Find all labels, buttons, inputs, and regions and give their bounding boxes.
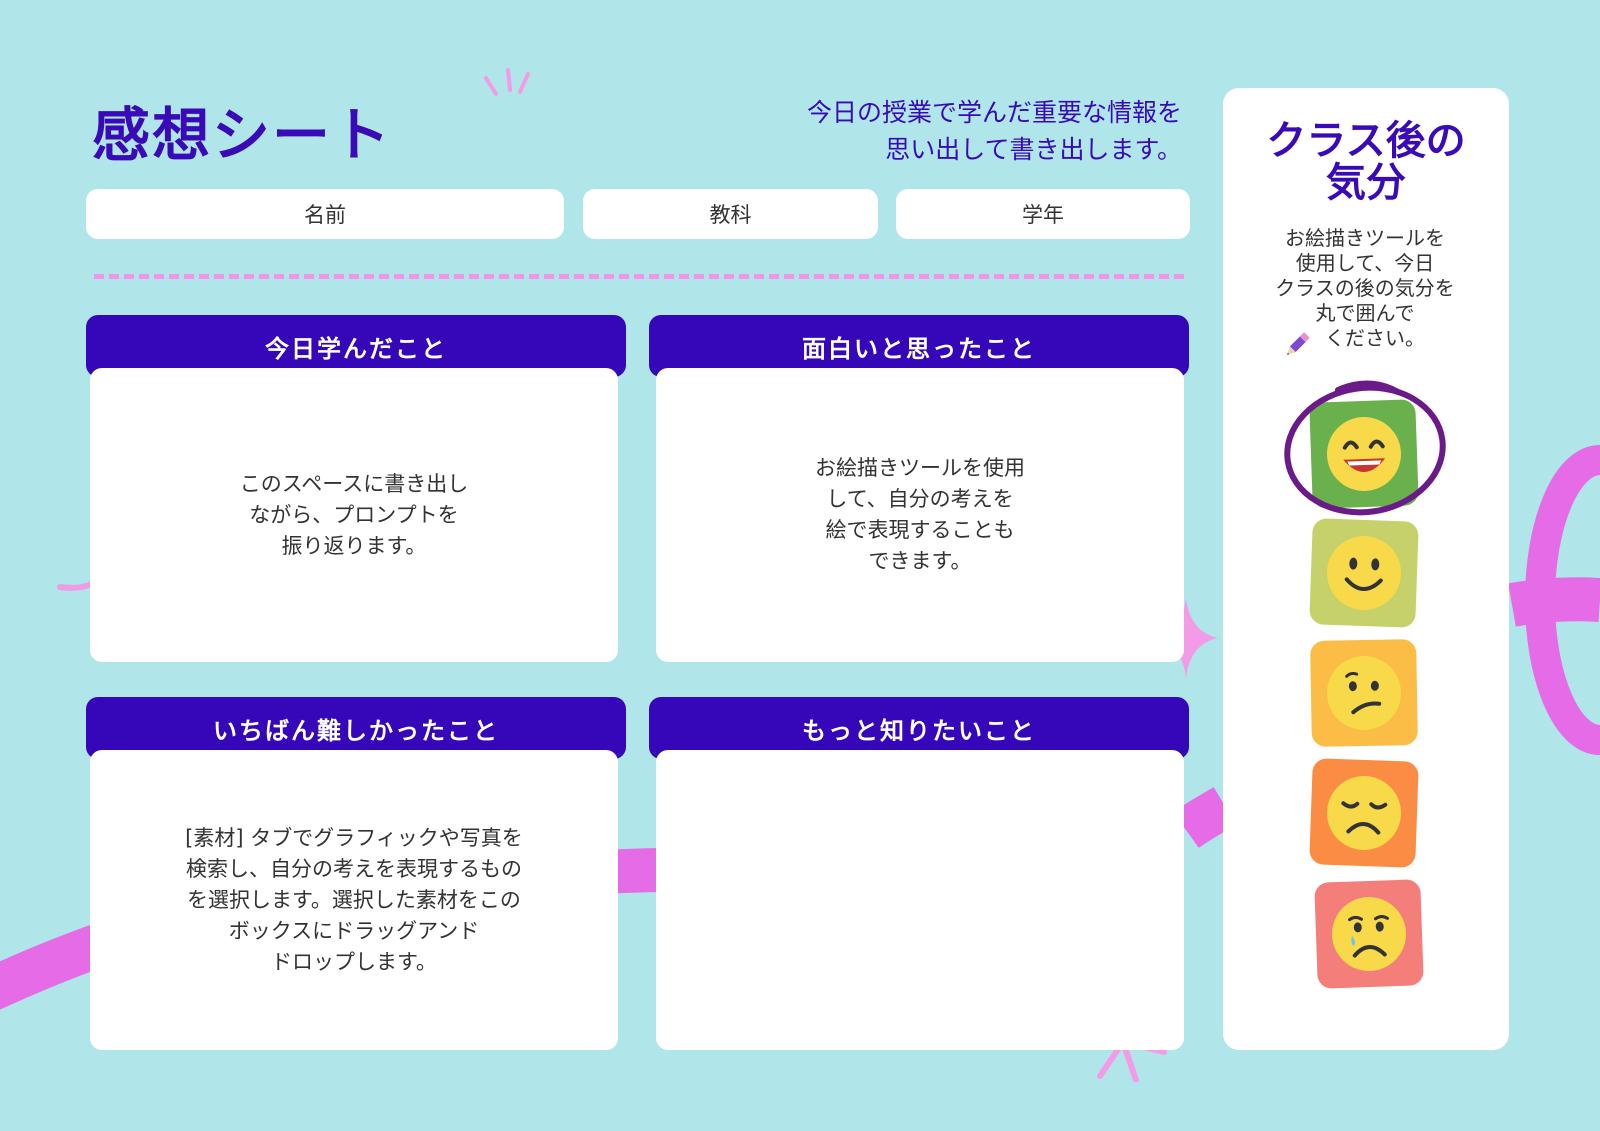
card-heading-learned: 今日学んだこと (86, 315, 626, 377)
crying-face-icon (1332, 897, 1406, 971)
card-body-learned[interactable]: このスペースに書き出し ながら、プロンプトを 振り返ります。 (90, 368, 618, 662)
pencil-icon (1287, 332, 1310, 355)
mood-sad-button[interactable] (1309, 758, 1419, 868)
dashed-divider (94, 274, 1184, 279)
mood-crying-button[interactable] (1314, 879, 1424, 989)
subject-field[interactable]: 教科 (583, 189, 878, 239)
sparkle-lines-decoration (484, 68, 530, 96)
sad-face-icon (1326, 776, 1401, 850)
subtitle-line-1: 今日の授業で学んだ重要な情報を (806, 98, 1182, 127)
mood-panel-instructions: お絵描きツールを 使用して、今日 クラスの後の気分を 丸で囲んで ください。 (1275, 226, 1455, 350)
confused-face-icon (1326, 656, 1401, 730)
mood-panel-title: クラス後の 気分 (1266, 117, 1466, 206)
grade-field[interactable]: 学年 (896, 189, 1190, 239)
card-heading-want-to-know: もっと知りたいこと (649, 697, 1189, 759)
selection-circle-icon (1284, 380, 1446, 516)
page-subtitle: 今日の授業で学んだ重要な情報を 思い出して書き出します。 (722, 94, 1182, 168)
card-heading-difficult: いちばん難しかったこと (86, 697, 626, 759)
mood-confused-button[interactable] (1310, 639, 1418, 747)
card-body-interesting[interactable]: お絵描きツールを使用 して、自分の考えを 絵で表現することも できます。 (656, 368, 1184, 662)
subtitle-line-2: 思い出して書き出します。 (885, 135, 1182, 164)
grinning-face-icon (1327, 417, 1401, 492)
mood-happy-button[interactable] (1309, 518, 1419, 628)
card-body-want-to-know[interactable] (656, 750, 1184, 1050)
mood-very-happy-button[interactable] (1309, 399, 1419, 509)
smiling-face-icon (1326, 536, 1401, 610)
card-heading-interesting: 面白いと思ったこと (649, 315, 1189, 377)
card-body-difficult[interactable]: [素材] タブでグラフィックや写真を 検索し、自分の考えを表現するもの を選択し… (90, 750, 618, 1050)
name-field[interactable]: 名前 (86, 189, 564, 239)
page-title: 感想シート (92, 101, 393, 169)
